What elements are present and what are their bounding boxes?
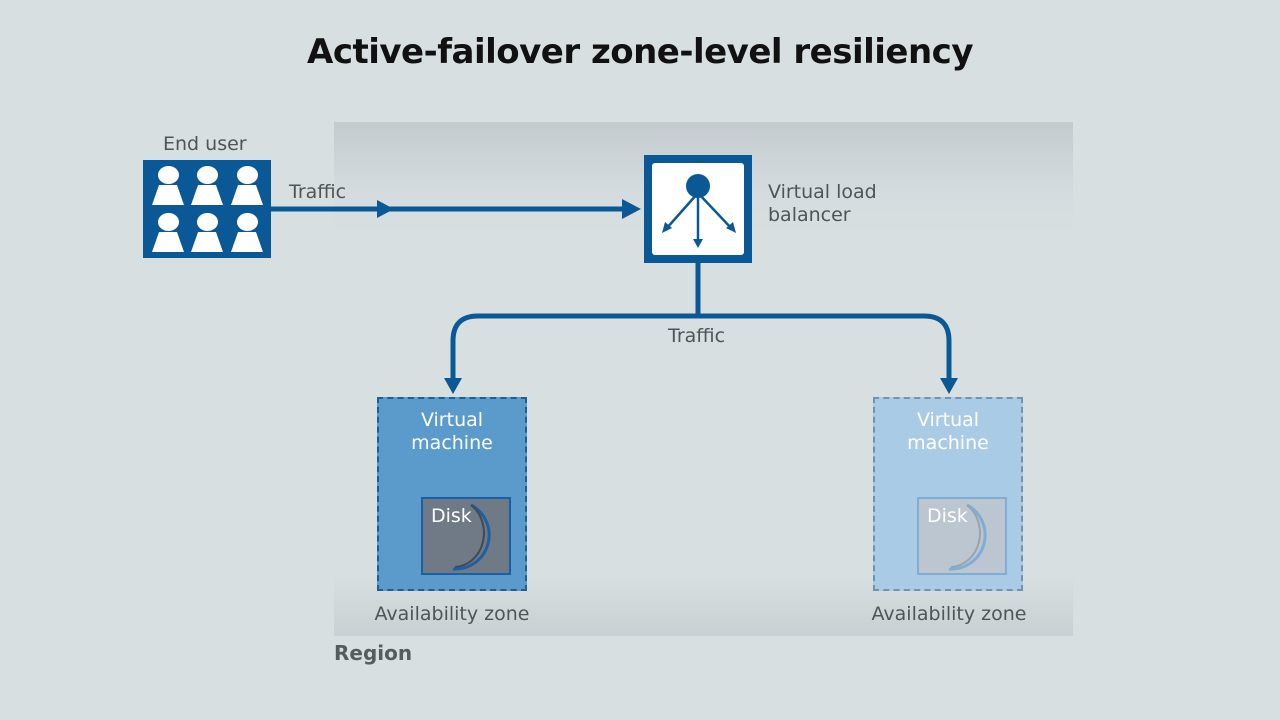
traffic-out-right-arrow-icon — [940, 378, 958, 394]
load-balancer-label-line1: Virtual load — [768, 181, 877, 203]
vm-title: Virtual machine — [875, 409, 1021, 455]
availability-zone-label: Availability zone — [871, 603, 1027, 625]
traffic-out-right-line — [698, 313, 952, 380]
vm-title: Virtual machine — [379, 409, 525, 455]
person-icon — [231, 166, 263, 206]
person-icon — [231, 213, 263, 253]
disk-passive: Disk — [917, 497, 1007, 575]
end-user-group — [143, 160, 271, 258]
vm-title-line1: Virtual — [420, 409, 484, 431]
disk-icon — [948, 503, 987, 571]
disk-label: Disk — [431, 505, 472, 527]
load-balancer-label-line2: balancer — [768, 204, 851, 226]
availability-zone-label: Availability zone — [374, 603, 530, 625]
vm-title-line1: Virtual — [916, 409, 980, 431]
disk-active: Disk — [421, 497, 511, 575]
vm-title-line2: machine — [411, 432, 493, 454]
traffic-out-left-arrow-icon — [444, 378, 462, 394]
disk-icon — [452, 503, 491, 571]
person-icon — [191, 166, 223, 206]
load-balancer — [644, 155, 752, 263]
virtual-machine-active: Virtual machine Disk — [377, 397, 527, 591]
traffic-out-label: Traffic — [668, 325, 726, 347]
region-label: Region — [334, 641, 413, 665]
traffic-in-label: Traffic — [289, 181, 347, 203]
person-icon — [152, 166, 184, 206]
page-title: Active-failover zone-level resiliency — [307, 32, 974, 72]
person-icon — [152, 213, 184, 253]
load-balancer-icon — [662, 174, 736, 248]
disk-label: Disk — [927, 505, 968, 527]
virtual-machine-passive: Virtual machine Disk — [873, 397, 1023, 591]
traffic-out-left-line — [450, 313, 698, 380]
end-user-label: End user — [163, 133, 247, 155]
person-icon — [191, 213, 223, 253]
vm-title-line2: machine — [907, 432, 989, 454]
traffic-in-arrow-icon — [622, 199, 641, 219]
traffic-mid-arrow-icon — [377, 200, 394, 218]
